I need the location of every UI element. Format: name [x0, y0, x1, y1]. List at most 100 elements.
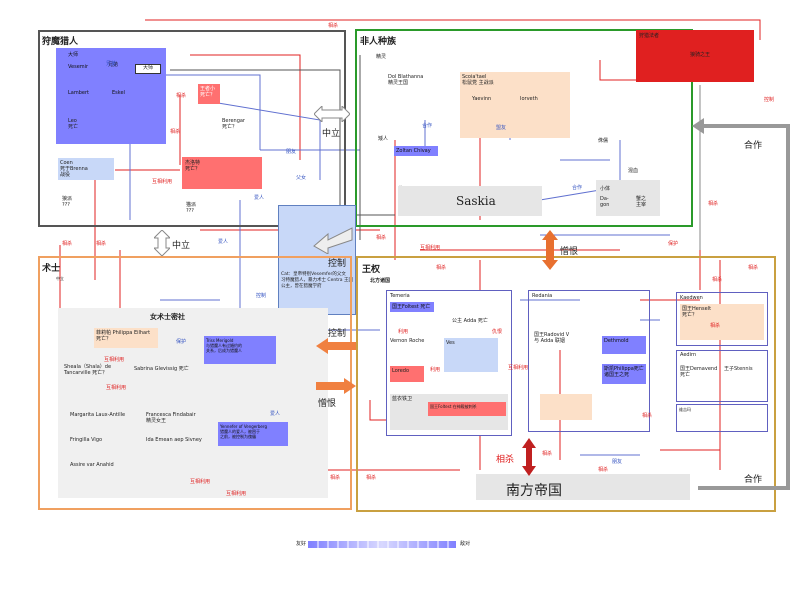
yaevinn-node[interactable]: Yaevinn [472, 96, 492, 102]
king-note-node[interactable]: 国王Foltest 在神殿被刺杀 [428, 402, 506, 416]
vesemir-node[interactable]: Vesemir [68, 64, 89, 70]
edge-kill-13: 相杀 [542, 451, 553, 457]
philippe-node[interactable]: 斯凯Philippa死亡 诸国王之死 [602, 364, 646, 384]
coop-label-bottom: 合作 [744, 475, 763, 485]
edge-control-1: 控制 [764, 97, 775, 103]
redania-label: Redania [532, 293, 553, 299]
edge-kill-12: 相杀 [330, 475, 341, 481]
little-label: 小体 [600, 186, 611, 192]
zoltan-node[interactable]: Zoltan Chivay [394, 146, 438, 156]
foltest-node[interactable]: 国王Foltest 死亡 [390, 302, 434, 312]
leo-node[interactable]: Leo 死亡 [68, 118, 79, 130]
coop-label-top: 合作 [744, 141, 763, 151]
hate-label-vertical: 憎恨 [560, 247, 579, 257]
hate-label-orange: 憎恨 [318, 399, 337, 409]
demavend-node[interactable]: 国王Demavend 死亡 [680, 366, 718, 378]
wolf-school-label: 狼派 [62, 196, 73, 202]
legend-gradient [308, 541, 456, 548]
hunters-frame [38, 30, 346, 227]
edge-kill-15: 相杀 [642, 413, 653, 419]
master-box[interactable]: 大师 [135, 64, 161, 74]
edge-kill-14: 相杀 [598, 467, 609, 473]
cat-school-label: 猫派 [186, 202, 197, 208]
coen-node[interactable]: Coen 死于Brenna 战役 [58, 158, 114, 180]
saskia-node[interactable]: Saskia [398, 186, 542, 216]
nonhuman-title: 非人种族 [360, 37, 397, 47]
scoiatael-group [460, 72, 570, 138]
ida-node[interactable]: Ida Emean aep Sivney [146, 437, 202, 443]
sheala-node[interactable]: Sheala（Shala）de Tancarville 死亡？ [64, 364, 112, 376]
geralt-node[interactable]: 杰洛特 死亡？ [182, 157, 262, 189]
nilfgaard-node[interactable]: 南方帝国 [476, 474, 690, 500]
francesca-node[interactable]: Francesca Findabair 精灵女王 [146, 412, 196, 424]
edge-protect-1: 保护 [668, 241, 679, 247]
edge-kill-5: 相杀 [96, 241, 107, 247]
edge-kill-7: 相杀 [436, 265, 447, 271]
lodge-info-text: Cat：皇帝特别Vesemfer的父文 习特魔猎人，暴力术士 Centra 王国… [281, 272, 353, 289]
edge-father-1: 父女 [296, 175, 307, 181]
top-red-node[interactable]: 狩猎法者 狼骑之王 [636, 30, 754, 82]
iorveth-node[interactable]: Iorveth [520, 96, 538, 102]
stennis-node[interactable]: 王子Stennis [724, 366, 753, 372]
edge-mutual-5: 互相利用 [190, 479, 211, 485]
sabrina-node[interactable]: Sabrina Glevissig 死亡 [134, 366, 189, 372]
edge-hate-1: 仇恨 [492, 329, 503, 335]
temeria-label: Temeria [390, 293, 410, 299]
neutral-arrow-top [314, 106, 350, 122]
yennefer-node[interactable]: Yennefer of Vengerberg 猎魔人的爱人，被困于 之前，被控制… [218, 422, 288, 446]
edge-kill-11: 相杀 [366, 475, 377, 481]
edge-coop-2: 合作 [572, 185, 583, 191]
dethmold-node[interactable]: Dethmold [602, 336, 646, 354]
philippa-node[interactable]: 菲莉帕 Philippa Eilhart 死亡？ [94, 328, 158, 348]
kings-title: 王权 [362, 265, 381, 275]
lambert-node[interactable]: Lambert [68, 90, 89, 96]
edge-mutual-1: 互相利用 [152, 179, 173, 185]
neutral-label-left: 中立 [172, 241, 191, 251]
fringilla-node[interactable]: Fringilla Vigo [70, 437, 103, 443]
nilfgaard-label: 南方帝国 [506, 483, 562, 499]
dead-hunter-node[interactable]: 王者小 死亡？ [198, 84, 220, 104]
loredo-node[interactable]: Loredo [390, 366, 424, 382]
sorc-advisor-note: 中立 [56, 276, 64, 281]
kill-label: 相杀 [496, 455, 515, 465]
triss-node[interactable]: Triss Merigold 与猎魔人有过婚约的 关系，后成为猎魔人 [204, 336, 276, 364]
edge-friend-1: 朋友 [286, 149, 297, 155]
control-arrow-orange [316, 338, 356, 354]
hate-arrow-vertical [542, 230, 558, 270]
dagon-sub-node[interactable]: 蟹之 主宰 [636, 196, 647, 208]
legend-left-label: 友好 [296, 541, 307, 547]
saskia-label: Saskia [456, 194, 496, 208]
ves-node[interactable]: Ves [444, 338, 498, 372]
forest-label: 精灵 [376, 54, 387, 60]
nonhuman-frame [355, 29, 693, 227]
henselt-node[interactable]: 国王Henselt 死亡？ [680, 304, 764, 340]
edge-kill-4: 相杀 [62, 241, 73, 247]
kill-arrow [522, 438, 536, 476]
control-label-orange: 控制 [328, 329, 347, 339]
berengar-node[interactable]: Berengar 死亡？ [222, 118, 245, 130]
radovid-node[interactable]: 国王Radovid V 与 Adda 联姻 [534, 332, 570, 344]
edge-kill-10: 相杀 [712, 277, 723, 283]
edge-love-1: 爱人 [218, 239, 229, 245]
top-red-name: 狼骑之王 [690, 52, 711, 58]
margarita-node[interactable]: Margarita Laux-Antille [70, 412, 126, 418]
roche-node[interactable]: Vernon Roche [390, 338, 425, 344]
edge-protect-2: 保护 [176, 339, 187, 345]
lodge-info-box[interactable]: Cat：皇帝特别Vesemfer的父文 习特魔猎人，暴力术士 Centra 王国… [278, 205, 356, 315]
adda-node[interactable]: 公主 Adda 死亡 [452, 318, 488, 324]
cat-school: 猫派 ??? [186, 202, 196, 214]
dol-blathanna-node[interactable]: Dol Blathanna 精灵王国 [388, 74, 424, 86]
aedirn-group [676, 350, 768, 402]
kaedwen-group [676, 292, 768, 346]
edge-mutual-2: 互相利用 [420, 245, 441, 251]
scoiatael-node[interactable]: Scoia'tael 松鼠党 主战派 [462, 74, 494, 86]
vergen-node[interactable]: 维吉玛 [676, 404, 768, 432]
sorcerers-title: 术士 [42, 264, 61, 274]
eskel-node[interactable]: Eskel [112, 90, 125, 96]
dagon-node[interactable]: Da- gon [600, 196, 610, 208]
edge-coop-1: 合作 [422, 123, 433, 129]
redania-peach [540, 394, 592, 420]
edge-mutual-3: 互相利用 [104, 357, 125, 363]
assire-node[interactable]: Assire var Anahid [70, 462, 114, 468]
neutral-arrow-left [154, 230, 170, 256]
